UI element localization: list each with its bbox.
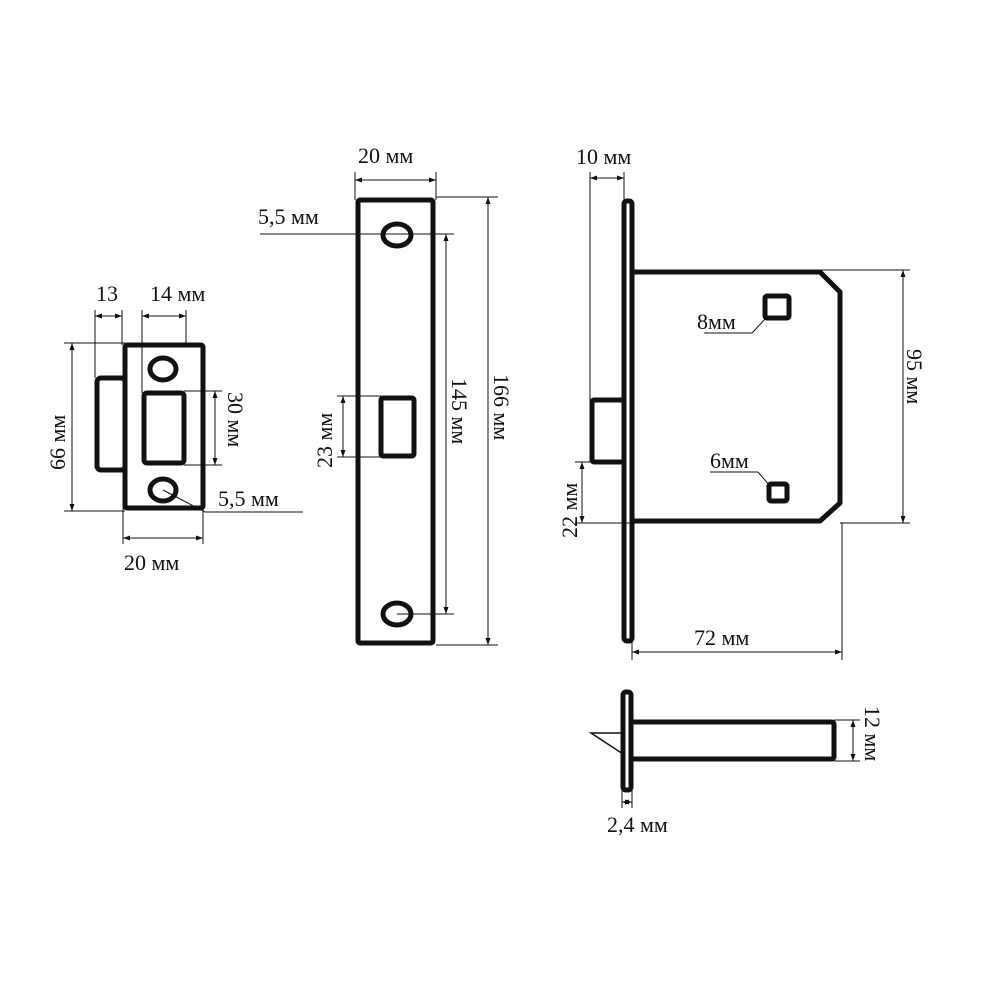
face-plate-latch-slot — [378, 395, 417, 459]
face-plate-view: 20 мм 5,5 мм 145 мм 166 мм 23 мм — [258, 143, 514, 646]
lock-dim-6mm: 6мм — [710, 448, 749, 473]
strike-plate-outline — [122, 342, 206, 511]
lock-dim-72: 72 мм — [694, 625, 749, 650]
lock-dim-22: 22 мм — [557, 483, 582, 538]
strike-plate-hole-top — [147, 355, 179, 383]
square-hole-8mm — [762, 293, 792, 321]
strike-plate-opening — [141, 390, 187, 466]
lock-body-outline — [632, 269, 843, 524]
strike-dim-13: 13 — [96, 281, 118, 306]
face-dim-hole: 5,5 мм — [258, 204, 319, 229]
lock-dim-95: 95 мм — [902, 349, 927, 404]
strike-plate-hole-bottom — [147, 476, 179, 504]
face-plate-outline — [355, 197, 436, 646]
strike-dim-30: 30 мм — [223, 392, 248, 447]
face-dim-23: 23 мм — [312, 413, 337, 468]
strike-plate-view: 13 14 мм 66 мм 30 мм 5,5 мм 20 мм — [45, 281, 303, 575]
lock-body-view: 10 мм 8мм 6мм 95 мм 22 мм 72 мм — [557, 144, 927, 660]
square-hole-6mm — [766, 481, 790, 504]
lock-dim-8mm: 8мм — [697, 309, 736, 334]
strike-dim-20: 20 мм — [124, 550, 179, 575]
side-body — [628, 719, 837, 762]
face-dim-145: 145 мм — [447, 378, 472, 444]
lock-dim-10: 10 мм — [576, 144, 631, 169]
face-dim-166: 166 мм — [489, 374, 514, 440]
lock-latch — [589, 397, 627, 465]
side-dim-12: 12 мм — [860, 706, 885, 761]
side-latch-tip — [588, 732, 624, 756]
side-dim-2-4: 2,4 мм — [607, 812, 668, 837]
strike-dim-hole: 5,5 мм — [218, 486, 279, 511]
strike-dim-66: 66 мм — [45, 415, 70, 470]
strike-dim-14: 14 мм — [150, 281, 205, 306]
strike-plate-tongue — [94, 375, 128, 473]
face-dim-20: 20 мм — [358, 143, 413, 168]
lock-side-view: 12 мм 2,4 мм — [588, 689, 885, 837]
face-plate-hole-top — [380, 221, 414, 249]
